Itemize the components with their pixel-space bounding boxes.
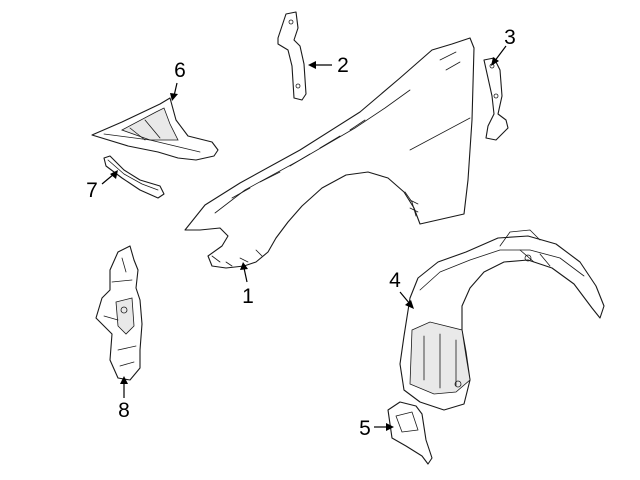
- callout-6: 6: [174, 59, 186, 82]
- callout-7: 7: [86, 179, 98, 202]
- leader-5: [374, 423, 394, 431]
- leader-7: [101, 170, 118, 185]
- leader-4: [399, 291, 414, 309]
- leader-3: [491, 45, 507, 66]
- part-8-bracket[interactable]: [95, 245, 143, 381]
- leader-8: [120, 376, 128, 398]
- part-7-seal[interactable]: [103, 155, 165, 199]
- part-5-cover[interactable]: [387, 401, 433, 465]
- leader-2: [308, 61, 332, 69]
- callout-8: 8: [118, 399, 130, 422]
- part-6-trim-panel[interactable]: [91, 97, 219, 161]
- leader-1: [240, 262, 248, 283]
- leader-6: [170, 82, 178, 101]
- part-4-liner[interactable]: [399, 229, 605, 411]
- part-3-bracket[interactable]: [483, 57, 509, 141]
- callout-5: 5: [359, 417, 371, 440]
- callout-1: 1: [242, 285, 254, 308]
- part-1-fender[interactable]: [184, 37, 475, 269]
- part-2-bracket[interactable]: [277, 11, 307, 101]
- callout-3: 3: [504, 26, 516, 49]
- callout-2: 2: [337, 54, 349, 77]
- callout-4: 4: [389, 269, 401, 292]
